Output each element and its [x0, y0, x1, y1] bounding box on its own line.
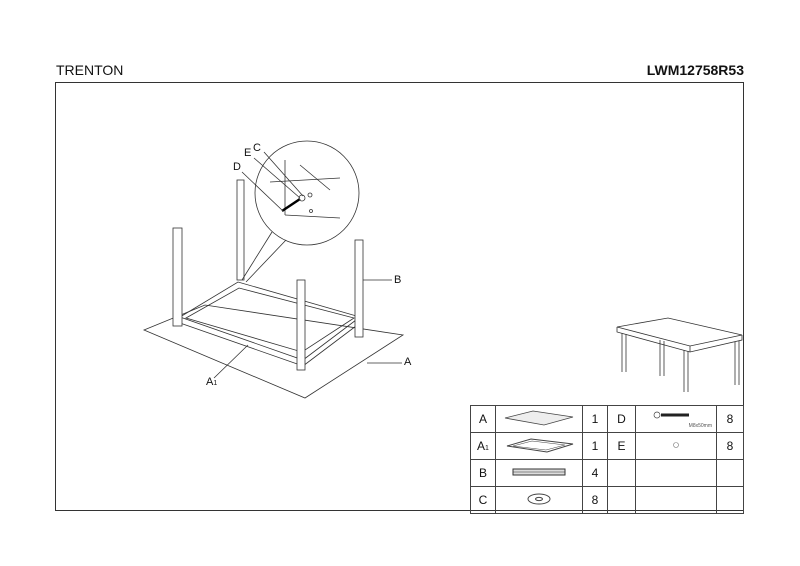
part-id: C [478, 493, 488, 507]
bolt-icon [653, 411, 689, 419]
table-row: B 4 [470, 459, 744, 487]
bolt-spec: M8x50mm [688, 423, 712, 429]
parts-table: A 1 D M8x50mm 8 A1 1 E 8 B 4 C 8 [470, 405, 744, 514]
part-qty: 8 [582, 486, 608, 514]
washer-icon [527, 493, 551, 504]
leg-icon [512, 468, 566, 475]
part-id: A [478, 412, 487, 426]
part-id: E [617, 439, 626, 453]
leader-lines [213, 151, 402, 379]
part-qty: 8 [716, 405, 744, 433]
part-id-sub: 1 [485, 445, 489, 452]
product-name: TRENTON [56, 62, 124, 78]
part-id: D [617, 412, 626, 426]
table-legs [172, 179, 364, 371]
table-frame [179, 281, 361, 367]
nut-icon [673, 442, 679, 448]
table-row: A 1 D M8x50mm 8 [470, 405, 744, 433]
part-qty: 1 [582, 405, 608, 433]
instruction-frame [55, 82, 744, 511]
label-b: B [394, 274, 402, 286]
tabletop-icon [504, 410, 574, 425]
part-id: B [478, 466, 487, 480]
finished-table-icon [616, 317, 743, 392]
product-code: LWM12758R53 [646, 62, 744, 78]
label-a1: A1 [206, 376, 218, 388]
table-row: C 8 [470, 486, 744, 514]
label-d: D [233, 161, 241, 173]
label-a: A [404, 356, 412, 368]
label-c: C [253, 142, 261, 154]
table-row: A1 1 E 8 [470, 432, 744, 460]
tabletop-floor [142, 304, 405, 399]
part-id: A [477, 439, 486, 453]
frame-icon [506, 437, 574, 453]
part-qty: 4 [582, 459, 608, 487]
detail-magnifier [241, 140, 360, 283]
label-e: E [244, 147, 252, 159]
part-qty: 1 [582, 432, 608, 460]
part-qty: 8 [716, 432, 744, 460]
